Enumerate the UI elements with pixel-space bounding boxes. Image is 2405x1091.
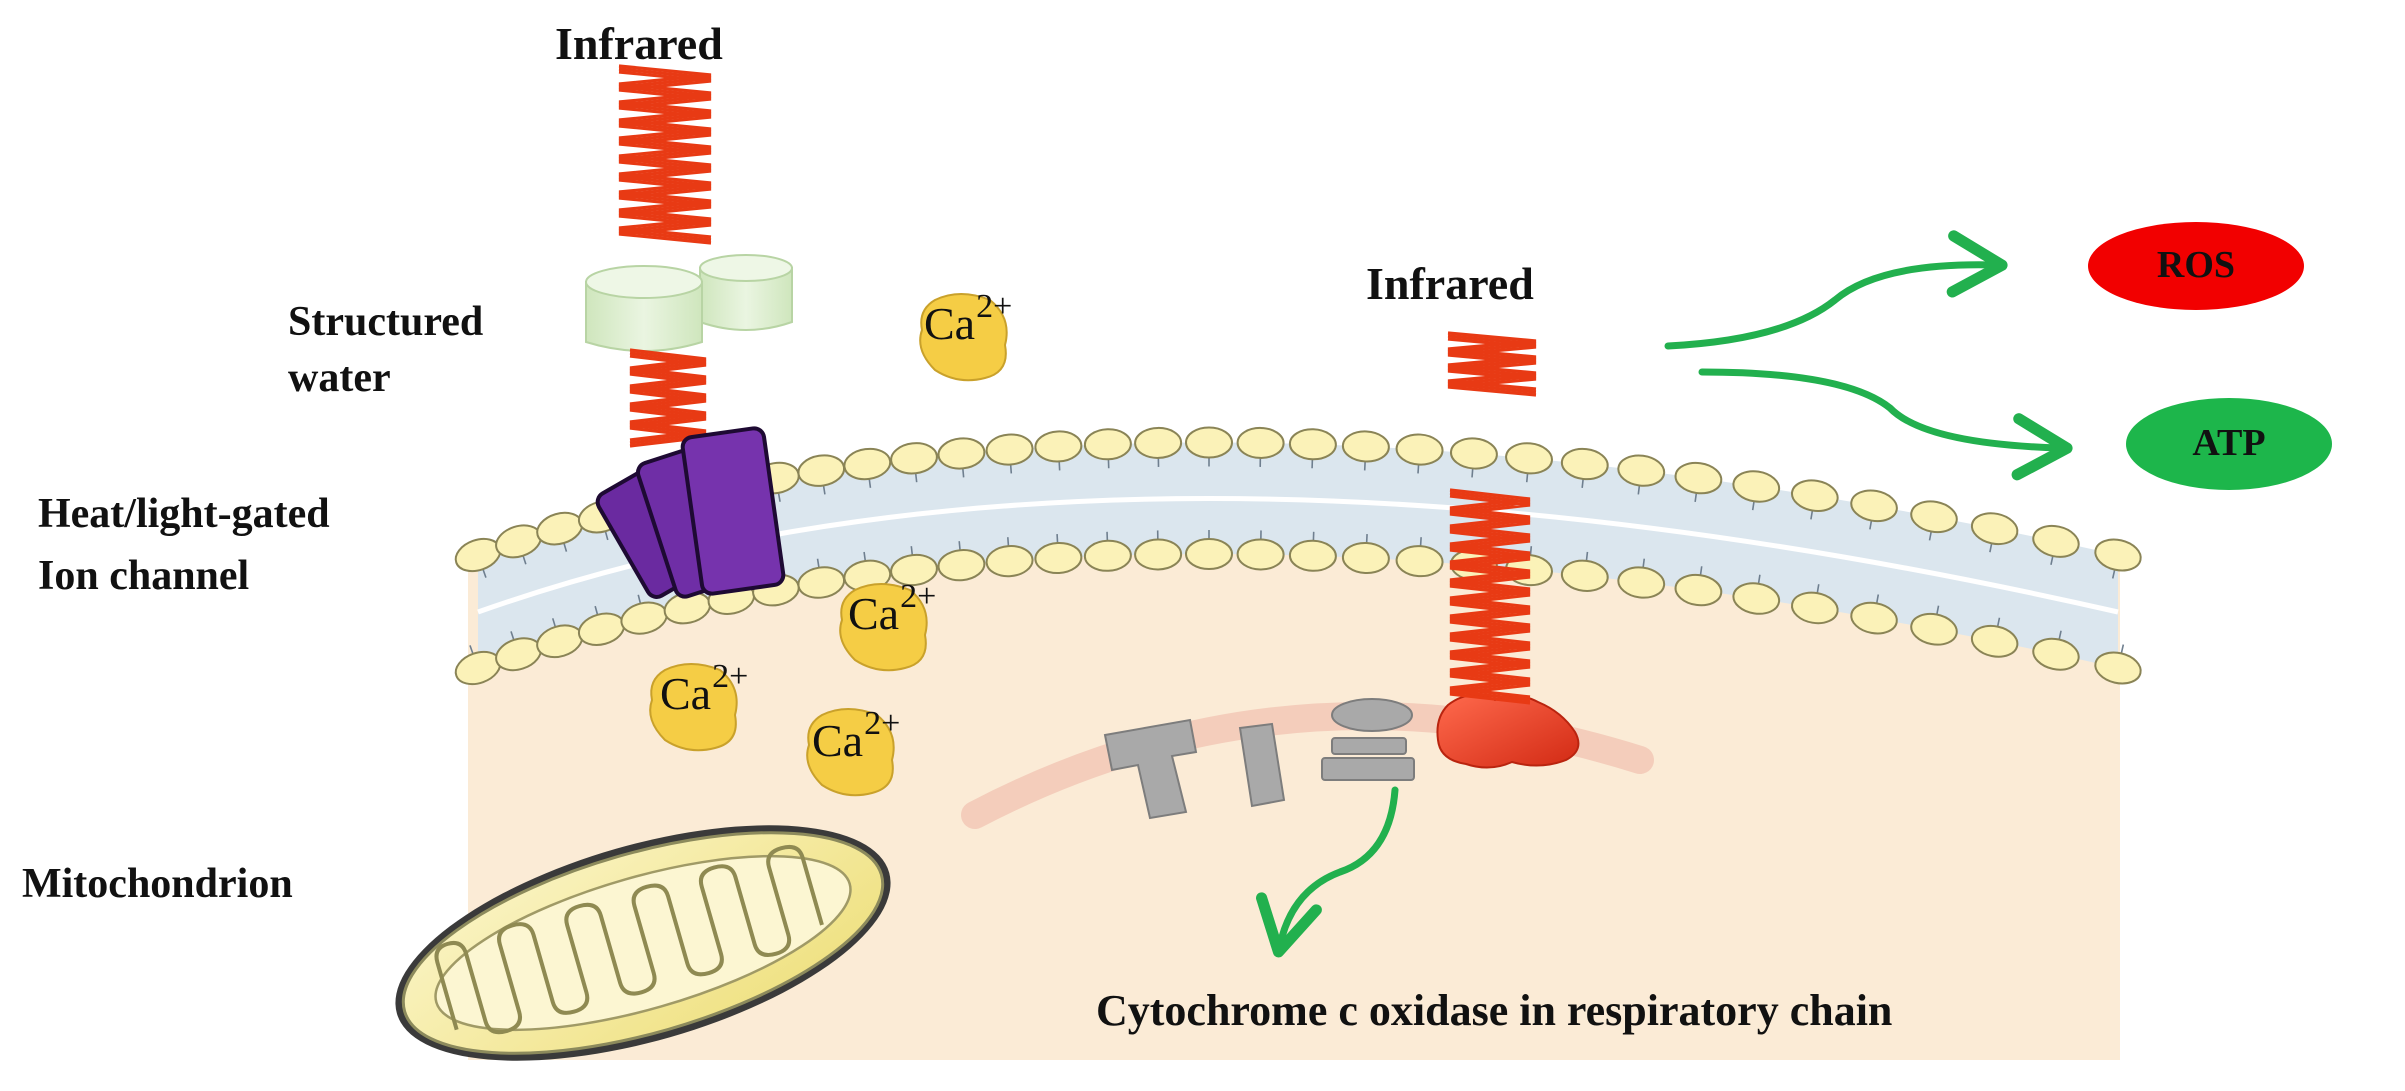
lipid-head (1237, 428, 1284, 459)
infrared-wave-through-water (630, 350, 706, 446)
ion-channel-label-line1: Heat/light-gated (38, 492, 330, 536)
ion-channel-label-line2: Ion channel (38, 554, 249, 598)
lipid-head (1084, 540, 1131, 572)
calcium-ion-charge: 2+ (864, 705, 900, 742)
mitochondrion-label: Mitochondrion (22, 862, 293, 906)
cytochrome-label: Cytochrome c oxidase in respiratory chai… (1096, 988, 1892, 1034)
calcium-ion-charge: 2+ (976, 288, 1012, 325)
arrow-to-ros (1668, 265, 1995, 346)
calcium-ion-label: Ca2+ (924, 288, 1012, 350)
lipid-head (1289, 540, 1336, 572)
calcium-ion-charge: 2+ (900, 578, 936, 615)
lipid-head (1237, 539, 1284, 570)
lipid-head (1186, 428, 1232, 458)
structured-water-label-line1: Structured (288, 300, 483, 344)
calcium-ion-label: Ca2+ (812, 705, 900, 767)
lipid-head (1135, 428, 1182, 459)
calcium-ion-label: Ca2+ (848, 578, 936, 640)
lipid-head (1084, 428, 1131, 460)
infrared-wave-right-top (1448, 333, 1536, 395)
arrow-to-atp (1702, 372, 2060, 448)
infrared-wave-top (619, 66, 711, 243)
atp-label: ATP (2139, 421, 2319, 465)
calcium-ion-symbol: Ca (812, 715, 863, 766)
infrared-label-right: Infrared (1366, 260, 1534, 308)
infrared-label-top: Infrared (555, 20, 723, 68)
calcium-ion-charge: 2+ (712, 658, 748, 695)
structured-water-label-line2: water (288, 356, 391, 400)
calcium-ion-symbol: Ca (924, 298, 975, 349)
ros-label: ROS (2106, 243, 2286, 287)
calcium-ion-label: Ca2+ (660, 658, 748, 720)
calcium-ion-symbol: Ca (848, 588, 899, 639)
lipid-head (1135, 539, 1182, 570)
lipid-head (1289, 428, 1336, 460)
calcium-ion-symbol: Ca (660, 668, 711, 719)
lipid-head (1186, 539, 1232, 569)
structured-water-cylinders (586, 255, 792, 351)
